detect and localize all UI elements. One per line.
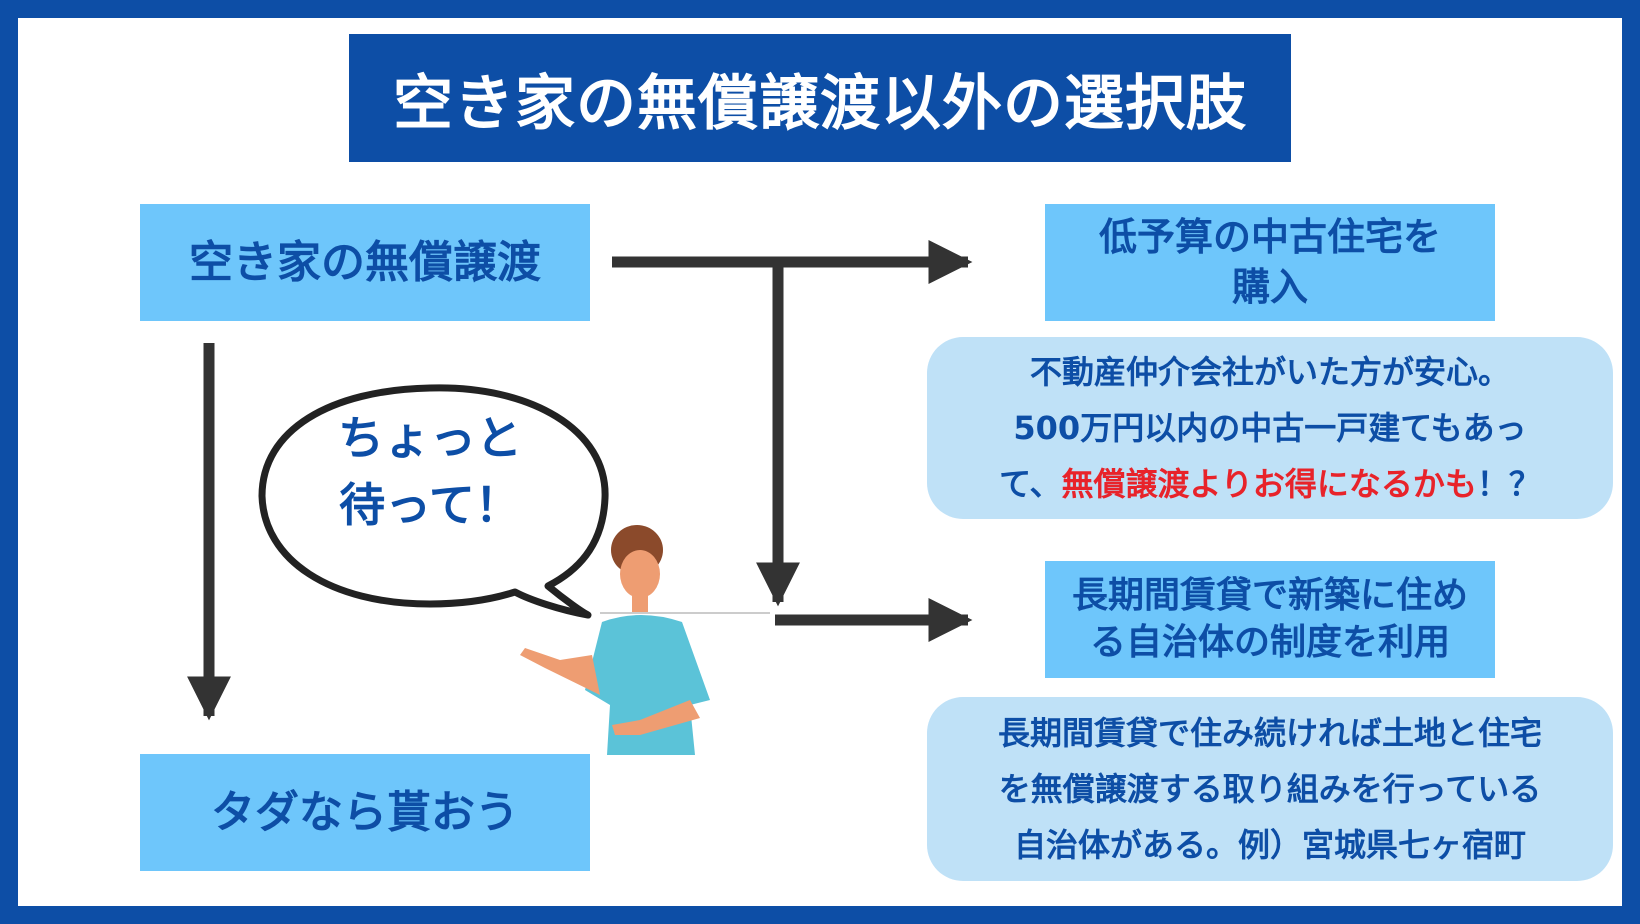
person-illustration [520, 525, 710, 755]
note-option2-line3: 自治体がある。例）宮城県七ヶ宿町 [1013, 826, 1526, 864]
node-bottom: タダなら貰おう [140, 754, 590, 871]
node-start-label: 空き家の無償譲渡 [189, 236, 541, 288]
node-option1: 低予算の中古住宅を 購入 [1045, 204, 1495, 321]
speech-bubble [258, 384, 609, 619]
note-option1-suffix: ！？ [1476, 465, 1541, 503]
note-option2: 長期間賃貸で住み続ければ土地と住宅 を無償譲渡する取り組みを行っている 自治体が… [927, 697, 1613, 881]
note-option1: 不動産仲介会社がいた方が安心。 500万円以内の中古一戸建てもあっ て、無償譲渡… [927, 337, 1613, 519]
speech-bubble-line2: 待って！ [339, 477, 521, 532]
node-option2: 長期間賃貸で新築に住め る自治体の制度を利用 [1045, 561, 1495, 678]
node-option1-line1: 低予算の中古住宅を [1098, 215, 1441, 260]
note-option1-line2: 500万円以内の中古一戸建てもあっ [1013, 409, 1527, 447]
note-option1-line3: て、無償譲渡よりお得になるかも！？ [927, 456, 1613, 512]
note-option2-line1: 長期間賃貸で住み続ければ土地と住宅 [997, 714, 1542, 752]
node-option2-line2: る自治体の制度を利用 [1089, 621, 1450, 663]
note-option1-line1: 不動産仲介会社がいた方が安心。 [1029, 353, 1510, 391]
page-title: 空き家の無償譲渡以外の選択肢 [349, 34, 1291, 162]
node-start: 空き家の無償譲渡 [140, 204, 590, 321]
node-option1-line2: 購入 [1231, 264, 1308, 309]
speech-bubble-line1: ちょっと [338, 411, 522, 465]
node-option2-line1: 長期間賃貸で新築に住め [1071, 574, 1468, 616]
note-option1-emphasis: 無償譲渡よりお得になるかも [1061, 465, 1477, 503]
node-bottom-label: タダなら貰おう [211, 786, 519, 838]
note-option2-line2: を無償譲渡する取り組みを行っている [998, 770, 1542, 808]
speech-bubble-text: ちょっと 待って！ [300, 405, 560, 538]
note-option1-prefix: て、 [999, 465, 1062, 503]
